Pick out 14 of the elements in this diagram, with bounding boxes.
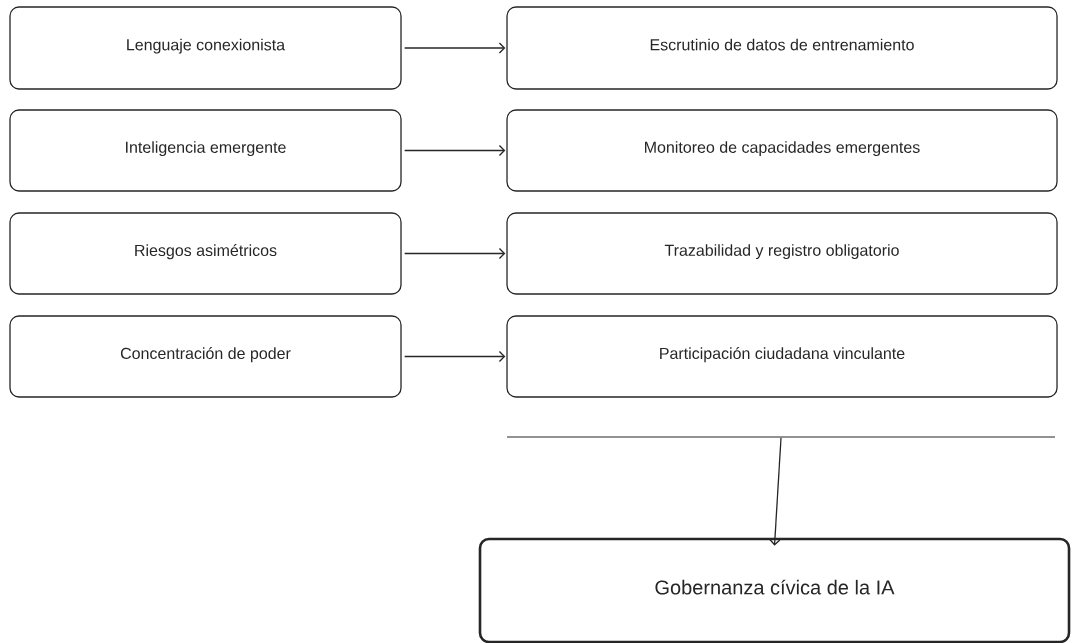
process-box: Lenguaje conexionista — [9, 6, 402, 90]
process-box: Escrutinio de datos de entrenamiento — [506, 6, 1058, 90]
process-box: Inteligencia emergente — [9, 109, 402, 192]
process-box: Riesgos asimétricos — [9, 212, 402, 295]
process-box: Participación ciudadana vinculante — [506, 315, 1058, 398]
arrow — [404, 42, 506, 54]
process-box: Trazabilidad y registro obligatorio — [506, 212, 1058, 295]
arrow — [404, 350, 506, 363]
arrow — [404, 144, 506, 157]
process-box: Monitoreo de capacidades emergentes — [506, 109, 1058, 192]
arrow — [404, 247, 506, 260]
arrow — [769, 437, 782, 546]
result-box: Gobernanza cívica de la IA — [478, 537, 1071, 643]
process-box: Concentración de poder — [9, 315, 402, 398]
